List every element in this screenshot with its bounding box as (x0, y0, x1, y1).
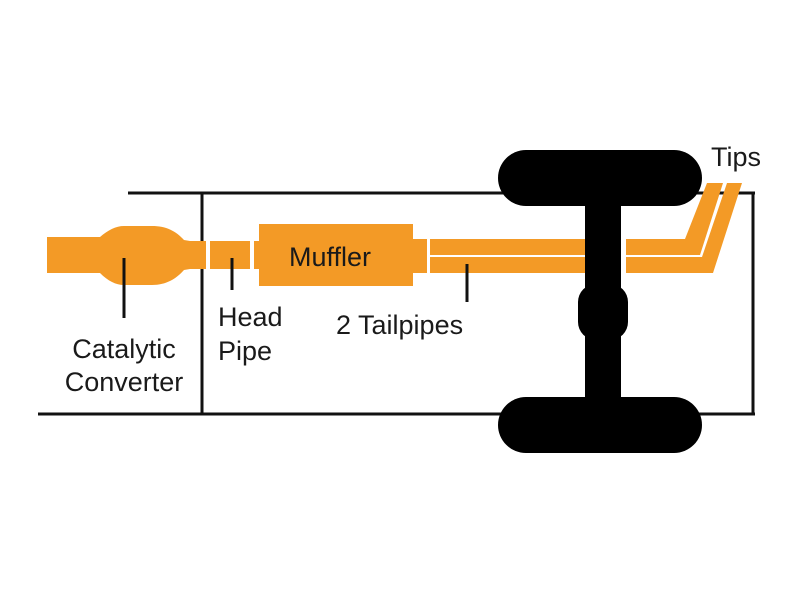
differential (578, 284, 628, 340)
label-catalytic-line2: Converter (65, 367, 184, 397)
tailpipe-upper (430, 239, 612, 255)
inlet-pipe (47, 237, 107, 273)
head-pipe-segment-1 (190, 241, 206, 269)
rear-axle-assembly (498, 150, 702, 453)
label-head-line1: Head (218, 302, 283, 332)
label-tips: Tips (711, 142, 761, 172)
head-pipe-segment-2 (210, 241, 250, 269)
tailpipe-upper-rear (626, 183, 723, 255)
wheel-bottom (498, 397, 702, 453)
label-catalytic-line1: Catalytic (72, 334, 176, 364)
muffler (259, 224, 413, 286)
catalytic-converter (100, 226, 190, 285)
label-head-line2: Pipe (218, 336, 272, 366)
exhaust-system (47, 183, 742, 286)
tailpipe-lower-rear (626, 183, 742, 273)
leader-lines (122, 258, 469, 318)
wheel-top (498, 150, 702, 206)
tailpipe-lower (430, 257, 612, 273)
label-tailpipes: 2 Tailpipes (336, 310, 463, 340)
label-muffler: Muffler (289, 242, 371, 272)
muffler-outlet (413, 239, 427, 273)
